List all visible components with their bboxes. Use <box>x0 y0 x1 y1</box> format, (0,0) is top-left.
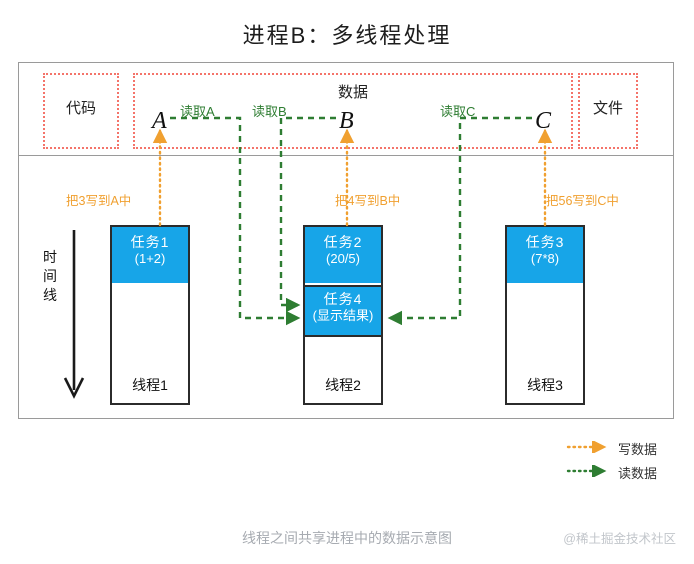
thread-name-2: 线程2 <box>325 377 361 393</box>
variable-b: B <box>339 108 354 134</box>
read-arrow-icon <box>566 465 607 477</box>
task-title: 任务1 <box>130 234 170 250</box>
task-detail: (20/5) <box>326 251 360 266</box>
timeline-label: 时 间 线 <box>40 248 60 305</box>
task-block-2: 任务2 (20/5) <box>305 227 381 283</box>
thread-box-2: 任务2 (20/5) 任务4 (显示结果) 线程2 <box>303 225 383 405</box>
data-region-label: 数据 <box>337 84 368 101</box>
thread-name-1: 线程1 <box>132 377 168 393</box>
task-block-4: 任务4 (显示结果) <box>305 285 381 337</box>
timeline-char-1: 时 <box>43 249 57 265</box>
task-detail: (7*8) <box>530 251 560 266</box>
page-title: 进程B：多线程处理 <box>242 23 452 48</box>
write-label-a: 把3写到A中 <box>66 194 132 208</box>
task-block-1: 任务1 (1+2) <box>112 227 188 283</box>
timeline-char-3: 线 <box>43 287 57 303</box>
legend-label-read: 读数据 <box>618 466 658 481</box>
task-detail: (1+2) <box>134 251 166 266</box>
shared-thread-divider <box>18 155 674 156</box>
code-region-box: 代码 <box>43 73 119 149</box>
read-label-c: 读取C <box>440 104 476 119</box>
legend-row-read: 读数据 <box>566 461 686 485</box>
thread-box-3: 任务3 (7*8) 线程3 <box>505 225 585 405</box>
task-title: 任务2 <box>323 234 363 250</box>
legend-row-write: 写数据 <box>566 437 686 461</box>
task-detail: (显示结果) <box>312 308 374 323</box>
legend: 写数据 读数据 <box>566 437 686 485</box>
file-region-box: 文件 <box>578 73 638 149</box>
legend-label-write: 写数据 <box>618 442 658 457</box>
task-block-3: 任务3 (7*8) <box>507 227 583 283</box>
thread-box-1: 任务1 (1+2) 线程1 <box>110 225 190 405</box>
figure-caption: 线程之间共享进程中的数据示意图 <box>242 530 452 546</box>
task-title: 任务3 <box>525 234 565 250</box>
watermark: @稀土掘金技术社区 <box>563 532 676 546</box>
variable-a: A <box>152 108 167 134</box>
task-title: 任务4 <box>323 291 363 307</box>
read-label-b: 读取B <box>252 104 287 119</box>
write-arrow-icon <box>566 441 607 453</box>
thread-name-3: 线程3 <box>527 377 563 393</box>
file-region-label: 文件 <box>592 100 623 117</box>
data-region-box: 数据 <box>133 73 573 149</box>
code-region-label: 代码 <box>65 100 96 117</box>
write-label-c: 把56写到C中 <box>546 194 619 208</box>
variable-c: C <box>535 108 552 134</box>
timeline-char-2: 间 <box>43 268 57 284</box>
write-label-b: 把4写到B中 <box>335 194 401 208</box>
read-label-a: 读取A <box>180 104 215 119</box>
